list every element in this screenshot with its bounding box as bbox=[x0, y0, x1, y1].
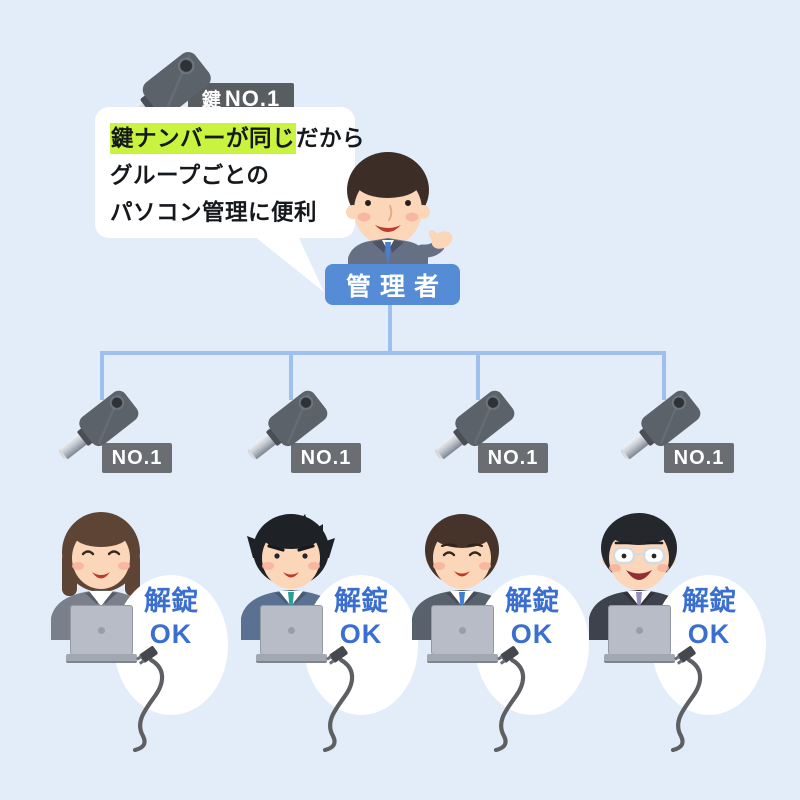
key-number-tag: NO.1 bbox=[664, 443, 734, 473]
unlock-status: 解錠 OK bbox=[334, 586, 388, 649]
cable-lock-icon bbox=[322, 646, 355, 753]
tree-line-horizontal bbox=[100, 351, 666, 355]
unlock-status: 解錠 OK bbox=[144, 586, 198, 649]
key-number-tag: NO.1 bbox=[478, 443, 548, 473]
unlock-status: 解錠 OK bbox=[505, 586, 559, 649]
tree-line-root bbox=[388, 300, 392, 353]
tree-line-drop bbox=[662, 353, 666, 400]
key-number-tag: NO.1 bbox=[291, 443, 361, 473]
tree-line-drop bbox=[100, 353, 104, 400]
speech-bubble: 鍵ナンバーが同じだから グループごとの パソコン管理に便利 bbox=[95, 107, 365, 238]
cable-lock-icon bbox=[670, 646, 703, 753]
laptop-base bbox=[66, 654, 137, 663]
key-icon bbox=[616, 386, 705, 464]
worker-unit: 解錠 OK bbox=[211, 500, 426, 760]
key-icon bbox=[430, 386, 519, 464]
manager-label: 管理者 bbox=[325, 264, 460, 305]
unlock-status: 解錠 OK bbox=[682, 586, 736, 649]
bubble-line-1: 鍵ナンバーが同じだから bbox=[95, 107, 365, 157]
tag-kanji: 鍵 bbox=[201, 90, 221, 111]
unlock-bubble bbox=[652, 575, 766, 715]
key-number-tag: NO.1 bbox=[102, 443, 172, 473]
worker-unit: 解錠 OK bbox=[382, 500, 597, 760]
worker-unit: 解錠 OK bbox=[21, 500, 236, 760]
bubble-highlight: 鍵ナンバーが同じ bbox=[110, 123, 297, 154]
manager-avatar bbox=[346, 152, 453, 270]
bubble-line-2: グループごとの bbox=[110, 163, 270, 188]
worker-unit: 解錠 OK bbox=[559, 500, 774, 760]
tree-line-drop bbox=[476, 353, 480, 400]
laptop-icon bbox=[260, 605, 323, 655]
key-icon bbox=[243, 386, 332, 464]
cable-lock-icon bbox=[493, 646, 526, 753]
key-icon bbox=[54, 386, 143, 464]
bubble-line-3: パソコン管理に便利 bbox=[110, 200, 318, 225]
worker-avatar bbox=[241, 514, 341, 640]
laptop-base bbox=[427, 654, 498, 663]
cable-lock-icon bbox=[132, 646, 165, 753]
tree-line-drop bbox=[289, 353, 293, 400]
speech-bubble-tail bbox=[254, 236, 324, 292]
unlock-bubble bbox=[114, 575, 228, 715]
laptop-base bbox=[604, 654, 675, 663]
laptop-base bbox=[256, 654, 327, 663]
unlock-bubble bbox=[304, 575, 418, 715]
laptop-icon bbox=[70, 605, 133, 655]
tag-number: NO.1 bbox=[224, 85, 281, 111]
unlock-bubble bbox=[475, 575, 589, 715]
